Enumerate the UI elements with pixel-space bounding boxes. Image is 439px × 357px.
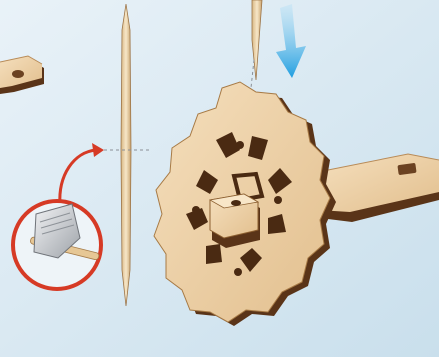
toothpick-icon bbox=[121, 4, 131, 306]
hub-block bbox=[210, 194, 260, 248]
cut-callout-icon bbox=[13, 201, 101, 289]
